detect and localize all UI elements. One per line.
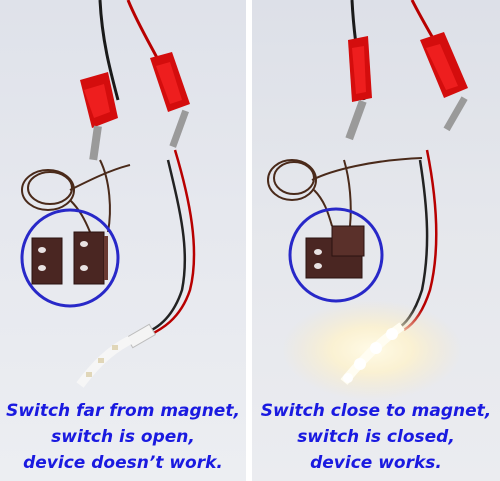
photo-switch-closed: Switch close to magnet, switch is closed… [252, 0, 500, 481]
caption-switch-open: Switch far from magnet, switch is open, … [0, 398, 246, 476]
red-wire-down [147, 149, 196, 338]
panel-divider [246, 0, 252, 481]
coiled-wire [21, 159, 131, 233]
alligator-clip-left [80, 72, 118, 161]
caption-line-1: Switch close to magnet, [260, 401, 492, 421]
photo-switch-open: Switch far from magnet, switch is open, … [0, 0, 246, 481]
switch-closed-photo [267, 0, 468, 400]
led-strip-off [76, 335, 133, 388]
led-strip-on [340, 322, 405, 385]
switch-open-photo [20, 0, 196, 388]
caption-line-2: switch is closed, [297, 427, 455, 447]
red-wire-down [403, 149, 438, 332]
switch-and-magnet [305, 225, 365, 279]
caption-switch-closed: Switch close to magnet, switch is closed… [252, 398, 500, 476]
black-lead-wire [98, 0, 120, 101]
alligator-clip-right [420, 32, 468, 132]
caption-line-3: device doesn’t work. [23, 453, 223, 473]
switch-and-magnet [31, 231, 108, 285]
black-wire-down [397, 159, 429, 330]
alligator-clip-right [150, 52, 190, 148]
black-wire-down [141, 159, 187, 336]
highlight-circle [20, 208, 120, 308]
alligator-clip-left [345, 36, 372, 141]
highlight-circle [288, 207, 384, 303]
coiled-wire [267, 157, 423, 227]
caption-line-2: switch is open, [51, 427, 195, 447]
caption-line-1: Switch far from magnet, [6, 401, 240, 421]
caption-line-3: device works. [310, 453, 442, 473]
